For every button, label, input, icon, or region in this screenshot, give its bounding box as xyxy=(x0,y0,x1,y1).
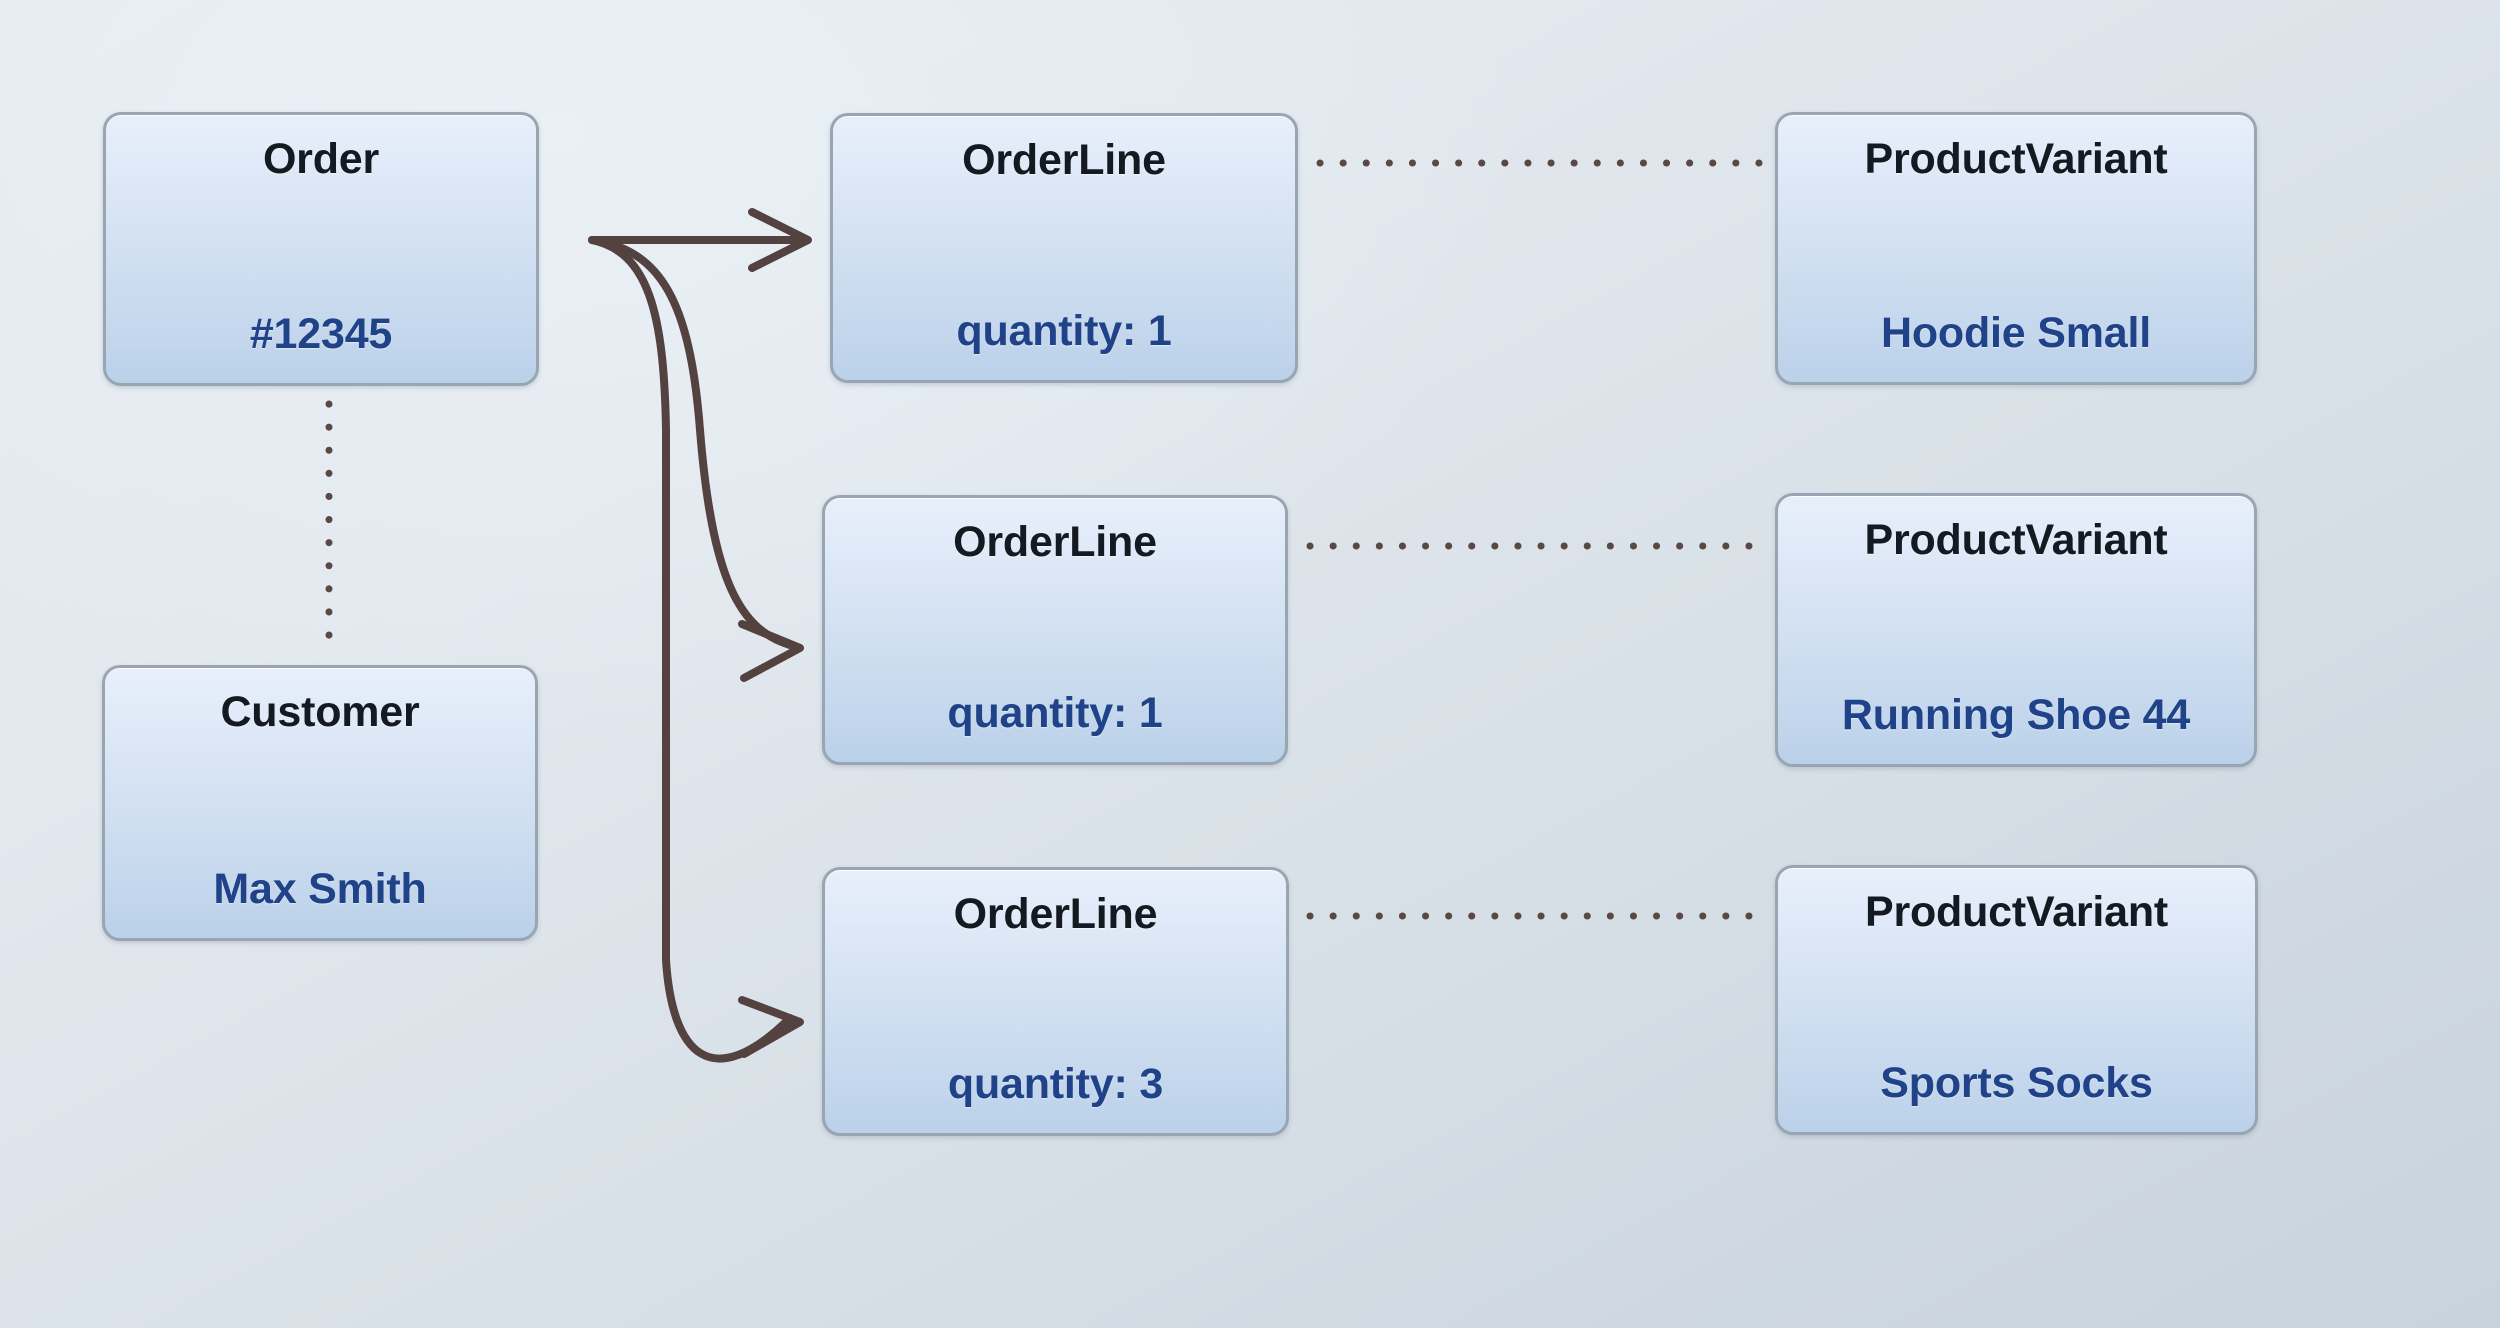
node-productvariant-2[interactable]: ProductVariant Running Shoe 44 xyxy=(1775,493,2257,767)
node-productvariant-1-title: ProductVariant xyxy=(1864,135,2168,183)
edge-order-orderline3 xyxy=(588,236,794,1063)
node-orderline-1-detail: quantity: 1 xyxy=(956,306,1172,355)
node-orderline-3-detail: quantity: 3 xyxy=(947,1059,1164,1108)
node-productvariant-3-detail: Sports Socks xyxy=(1880,1058,2153,1107)
arrowhead-orderline2 xyxy=(738,620,804,682)
node-orderline-2-title: OrderLine xyxy=(953,518,1157,566)
node-productvariant-3[interactable]: ProductVariant Sports Socks xyxy=(1775,865,2258,1135)
arrowhead-orderline1 xyxy=(748,208,812,272)
node-order-detail: #12345 xyxy=(249,309,393,358)
node-productvariant-2-title: ProductVariant xyxy=(1864,516,2168,564)
node-orderline-1[interactable]: OrderLine quantity: 1 xyxy=(830,113,1298,383)
node-customer[interactable]: Customer Max Smith xyxy=(102,665,538,941)
node-customer-title: Customer xyxy=(220,688,420,736)
node-productvariant-1-detail: Hoodie Small xyxy=(1881,308,2151,357)
node-productvariant-1[interactable]: ProductVariant Hoodie Small xyxy=(1775,112,2257,385)
node-productvariant-3-title: ProductVariant xyxy=(1864,888,2169,936)
node-customer-detail: Max Smith xyxy=(213,864,427,913)
node-order-title: Order xyxy=(262,135,380,183)
node-orderline-2-detail: quantity: 1 xyxy=(947,688,1163,737)
node-productvariant-2-detail: Running Shoe 44 xyxy=(1841,690,2191,739)
node-orderline-2[interactable]: OrderLine quantity: 1 xyxy=(822,495,1288,765)
arrowhead-orderline3 xyxy=(738,996,804,1058)
node-order[interactable]: Order #12345 xyxy=(103,112,539,386)
node-orderline-3-title: OrderLine xyxy=(953,890,1158,938)
edge-order-orderline2 xyxy=(588,236,794,649)
node-orderline-1-title: OrderLine xyxy=(962,136,1166,184)
node-orderline-3[interactable]: OrderLine quantity: 3 xyxy=(822,867,1289,1136)
